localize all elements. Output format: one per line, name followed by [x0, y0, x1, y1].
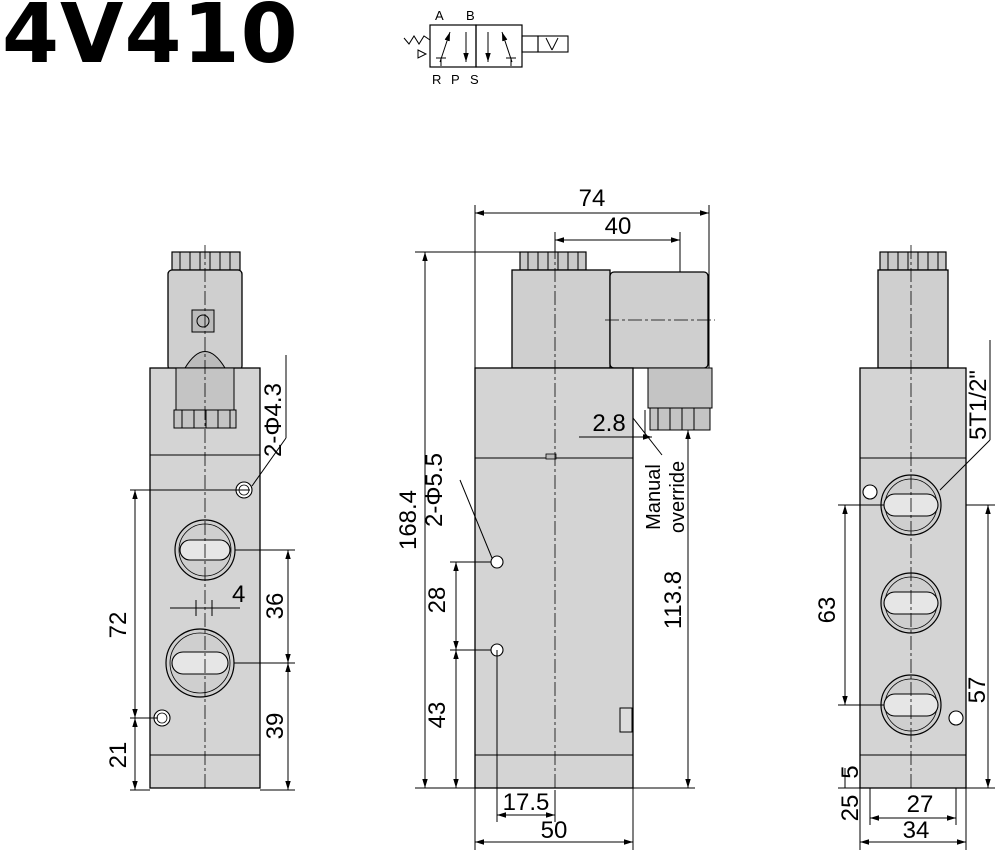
- dim-2-phi-4-3: 2-Φ4.3: [260, 383, 287, 457]
- dim-57: 57: [964, 677, 991, 704]
- dim-5: 5: [837, 765, 864, 778]
- dim-25: 25: [837, 795, 864, 822]
- dim-21: 21: [105, 742, 132, 769]
- dim-40: 40: [605, 213, 632, 240]
- port-label-p: P: [451, 72, 460, 87]
- mount-hole-right-top: [862, 484, 878, 500]
- port-label-b: B: [466, 8, 475, 23]
- override-label: override: [667, 461, 689, 533]
- left-view: [130, 245, 295, 791]
- dim-27: 27: [907, 791, 934, 818]
- dim-39: 39: [262, 713, 289, 740]
- spring-icon: [403, 35, 431, 45]
- dim-72: 72: [105, 612, 132, 639]
- mount-hole-side-top: [490, 555, 504, 569]
- valve-symbol: A B R P S: [403, 8, 569, 87]
- symbol-box-1: [429, 24, 477, 68]
- mount-hole-right-bottom: [948, 710, 964, 726]
- symbol-box-2: [475, 24, 523, 68]
- dim-17-5: 17.5: [503, 789, 550, 816]
- dim-4: 4: [232, 581, 245, 608]
- dim-28: 28: [424, 587, 451, 614]
- dim-2-8: 2.8: [592, 410, 625, 437]
- dim-43: 43: [424, 702, 451, 729]
- dim-port-thread: 5T1/2": [965, 370, 992, 440]
- middle-view: [415, 205, 715, 850]
- manual-label: Manual: [643, 464, 665, 530]
- port-label-r: R: [432, 72, 441, 87]
- right-view: [838, 245, 995, 850]
- dim-50: 50: [541, 817, 568, 844]
- dim-63: 63: [814, 597, 841, 624]
- solenoid-icon: [537, 35, 569, 53]
- dim-2-phi-5-5: 2-Φ5.5: [421, 453, 448, 527]
- dim-36: 36: [262, 593, 289, 620]
- dim-113-8: 113.8: [660, 571, 687, 629]
- port-label-a: A: [435, 8, 444, 23]
- dim-74: 74: [579, 185, 606, 212]
- dim-34: 34: [903, 817, 930, 844]
- port-label-s: S: [470, 72, 479, 87]
- dim-168-4: 168.4: [395, 490, 422, 550]
- model-title: 4V410: [2, 0, 299, 82]
